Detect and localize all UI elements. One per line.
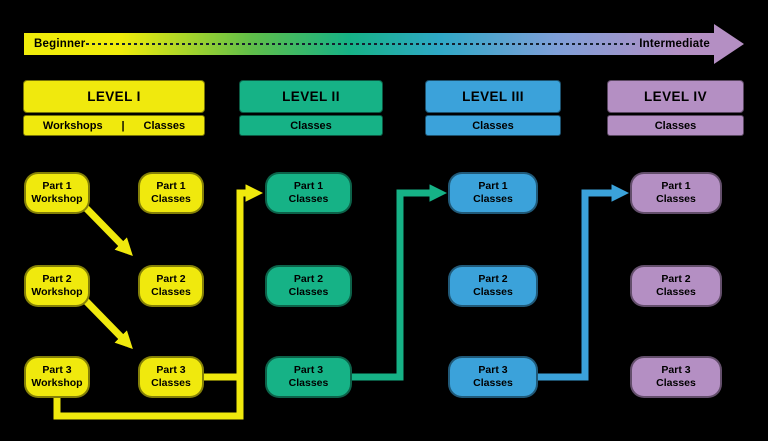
level1-title: LEVEL I [87, 89, 141, 104]
box-line1: Part 3 [156, 363, 186, 376]
level3-part1-classes-box: Part 1 Classes [448, 172, 538, 214]
box-line2: Classes [151, 193, 191, 205]
box-line1: Part 3 [42, 363, 72, 376]
level2-sub-classes: Classes [290, 119, 332, 132]
level2-part2-classes-box: Part 2 Classes [265, 265, 352, 307]
level2-part1-classes-box: Part 1 Classes [265, 172, 352, 214]
level4-sub-classes: Classes [654, 119, 697, 132]
box-line2: Workshop [31, 286, 83, 298]
box-line1: Part 3 [293, 363, 324, 376]
arrow-level3-to-level4 [536, 184, 629, 381]
level1-part3-classes-box: Part 3 Classes [138, 356, 204, 398]
level1-sub-classes: Classes [143, 119, 186, 132]
level2-part3-classes-box: Part 3 Classes [265, 356, 352, 398]
level1-part2-workshop-box: Part 2 Workshop [24, 265, 90, 307]
level3-header: LEVEL III [425, 80, 561, 113]
level4-title: LEVEL IV [644, 89, 707, 104]
level1-part1-classes-box: Part 1 Classes [138, 172, 204, 214]
level1-sub-workshops: Workshops [42, 119, 103, 132]
level1-subheader: Workshops | Classes [23, 115, 205, 136]
gradient-arrowhead-icon [714, 24, 744, 64]
beginner-label: Beginner [34, 38, 86, 50]
level2-header: LEVEL II [239, 80, 383, 113]
box-line2: Workshop [31, 377, 83, 389]
box-line2: Classes [288, 193, 329, 205]
level1-sub-divider: | [121, 119, 125, 132]
box-line2: Workshop [31, 193, 83, 205]
level3-subheader: Classes [425, 115, 561, 136]
box-line2: Classes [151, 286, 191, 298]
box-line1: Part 2 [478, 272, 508, 285]
level3-sub-classes: Classes [472, 119, 514, 132]
box-line2: Classes [656, 377, 696, 389]
level1-part1-workshop-box: Part 1 Workshop [24, 172, 90, 214]
box-line1: Part 1 [478, 179, 508, 192]
box-line2: Classes [473, 193, 513, 205]
level1-part2-classes-box: Part 2 Classes [138, 265, 204, 307]
intermediate-label: Intermediate [639, 38, 710, 50]
box-line1: Part 3 [478, 363, 508, 376]
level4-subheader: Classes [607, 115, 744, 136]
level3-part2-classes-box: Part 2 Classes [448, 265, 538, 307]
arrow-workshop2-to-classes3 [81, 296, 133, 350]
level4-part2-classes-box: Part 2 Classes [630, 265, 722, 307]
arrow-level1-to-level2 [53, 184, 263, 420]
level4-part1-classes-box: Part 1 Classes [630, 172, 722, 214]
level3-part3-classes-box: Part 3 Classes [448, 356, 538, 398]
arrow-workshop1-to-classes2 [81, 203, 133, 257]
level4-part3-classes-box: Part 3 Classes [630, 356, 722, 398]
box-line2: Classes [151, 377, 191, 389]
level4-header: LEVEL IV [607, 80, 744, 113]
box-line2: Classes [288, 377, 329, 389]
box-line2: Classes [656, 193, 696, 205]
arrow-level2-to-level3 [350, 184, 447, 381]
box-line1: Part 1 [661, 179, 691, 192]
box-line1: Part 2 [156, 272, 186, 285]
level3-title: LEVEL III [462, 89, 524, 104]
box-line2: Classes [288, 286, 329, 298]
level2-subheader: Classes [239, 115, 383, 136]
box-line2: Classes [473, 377, 513, 389]
level2-title: LEVEL II [282, 89, 340, 104]
skill-gradient-bar: Beginner Intermediate [24, 33, 716, 55]
box-line1: Part 2 [293, 272, 324, 285]
box-line2: Classes [656, 286, 696, 298]
box-line1: Part 1 [42, 179, 72, 192]
dashed-line [86, 43, 639, 45]
level1-header: LEVEL I [23, 80, 205, 113]
box-line1: Part 3 [661, 363, 691, 376]
level1-part3-workshop-box: Part 3 Workshop [24, 356, 90, 398]
box-line1: Part 1 [293, 179, 324, 192]
box-line2: Classes [473, 286, 513, 298]
box-line1: Part 2 [661, 272, 691, 285]
box-line1: Part 2 [42, 272, 72, 285]
box-line1: Part 1 [156, 179, 186, 192]
